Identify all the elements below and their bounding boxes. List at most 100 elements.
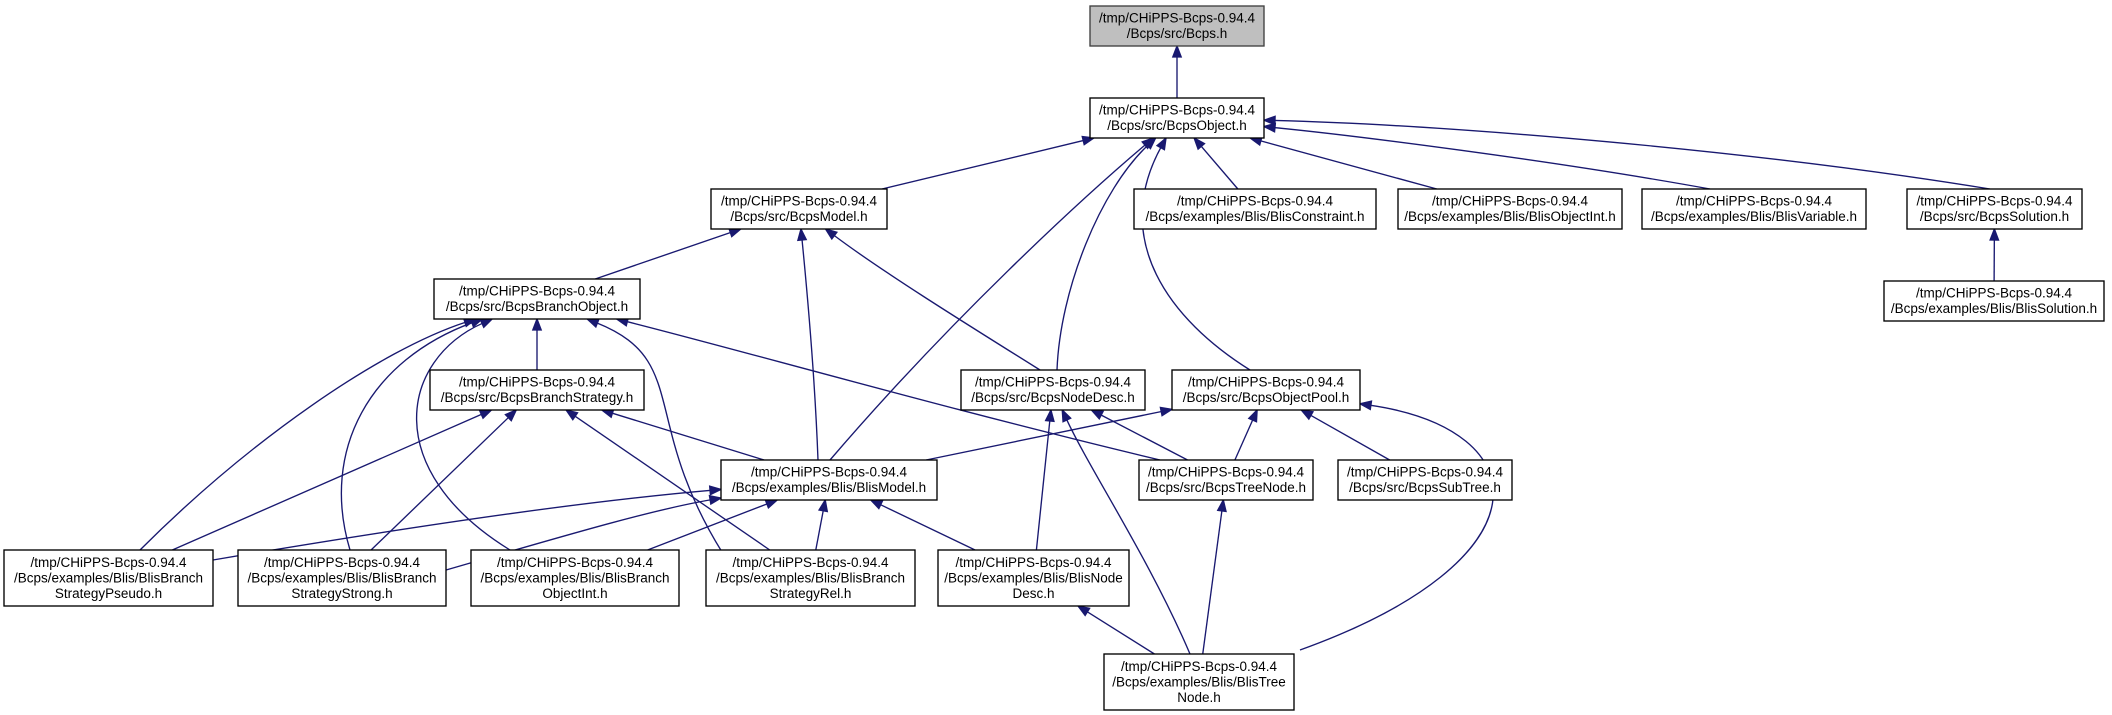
- node-label-line: /tmp/CHiPPS-Bcps-0.94.4: [1188, 375, 1345, 390]
- node-label-line: /Bcps/examples/Blis/BlisBranch: [716, 570, 905, 585]
- edge-arrowhead: [531, 317, 543, 331]
- edge-blismodel_h-to-bcpsmodel_h: [796, 227, 819, 461]
- node-box: [433, 278, 641, 320]
- node-box: [1138, 459, 1314, 501]
- edge-arrowhead: [1044, 408, 1055, 423]
- node-label-line: /Bcps/src/BcpsSubTree.h: [1349, 480, 1501, 495]
- edge-blisbranchstrategystrong_h-to-bcpsbranchstrategy_h: [370, 408, 518, 551]
- edge-arrowhead: [728, 227, 743, 238]
- edge-blismodel_h-to-bcpsbranchstrategy_h: [600, 408, 765, 461]
- edge-blismodel_h-to-bcpsobject_h: [829, 136, 1155, 461]
- node-box: [1089, 5, 1265, 47]
- edge-line: [881, 139, 1085, 190]
- node-bcps-h[interactable]: /tmp/CHiPPS-Bcps-0.94.4/Bcps/src/Bcps.h: [1089, 5, 1265, 47]
- node-label-line: /Bcps/examples/Blis/BlisTree: [1112, 674, 1286, 689]
- node-label-line: /Bcps/examples/Blis/BlisNode: [944, 570, 1123, 585]
- edge-arrowhead: [1299, 409, 1315, 421]
- edge-bcpsmodel_h-to-bcpsobject_h: [881, 135, 1096, 190]
- node-label-line: /Bcps/src/BcpsObjectPool.h: [1183, 390, 1350, 405]
- edge-blisbranchstrategypseudo_h-to-blismodel_h: [212, 485, 723, 561]
- edge-bcpsobjectpool_h-to-bcpsobject_h: [1141, 136, 1251, 371]
- edge-arrowhead: [1089, 409, 1105, 420]
- node-blisbranchobjectint-h[interactable]: /tmp/CHiPPS-Bcps-0.94.4/Bcps/examples/Bl…: [470, 549, 680, 607]
- node-bcpsobject-h[interactable]: /tmp/CHiPPS-Bcps-0.94.4/Bcps/src/BcpsObj…: [1089, 97, 1265, 139]
- edge-arrowhead: [1247, 408, 1258, 423]
- edge-line: [1273, 126, 1711, 190]
- node-label-line: /Bcps/src/BcpsBranchStrategy.h: [441, 390, 634, 405]
- node-label-line: /Bcps/examples/Blis/BlisBranch: [14, 570, 203, 585]
- node-blisvariable-h[interactable]: /tmp/CHiPPS-Bcps-0.94.4/Bcps/examples/Bl…: [1641, 188, 1867, 230]
- node-label-line: /tmp/CHiPPS-Bcps-0.94.4: [459, 375, 616, 390]
- node-box: [1103, 653, 1295, 711]
- node-bcpssubtree-h[interactable]: /tmp/CHiPPS-Bcps-0.94.4/Bcps/src/BcpsSub…: [1337, 459, 1513, 501]
- edge-arrowhead: [1989, 227, 2000, 241]
- node-box: [1171, 369, 1361, 411]
- edge-blistreenode_h-to-bcpsobjectpool_h: [1299, 400, 1494, 651]
- node-bcpssolution-h[interactable]: /tmp/CHiPPS-Bcps-0.94.4/Bcps/src/BcpsSol…: [1906, 188, 2083, 230]
- edge-line: [1200, 145, 1239, 190]
- node-label-line: /Bcps/src/BcpsBranchObject.h: [446, 299, 628, 314]
- node-label-line: /Bcps/examples/Blis/BlisModel.h: [732, 480, 926, 495]
- node-label-line: /Bcps/src/BcpsObject.h: [1107, 118, 1247, 133]
- node-bcpstreenode-h[interactable]: /tmp/CHiPPS-Bcps-0.94.4/Bcps/src/BcpsTre…: [1138, 459, 1314, 501]
- edge-line: [1086, 610, 1155, 655]
- edge-blisbranchstrategyrel_h-to-bcpsbranchstrategy_h: [564, 408, 771, 551]
- node-blismodel-h[interactable]: /tmp/CHiPPS-Bcps-0.94.4/Bcps/examples/Bl…: [720, 459, 938, 501]
- node-label-line: /Bcps/src/BcpsNodeDesc.h: [971, 390, 1135, 405]
- node-box: [1906, 188, 2083, 230]
- node-label-line: /Bcps/examples/Blis/BlisConstraint.h: [1145, 209, 1364, 224]
- node-label-line: /tmp/CHiPPS-Bcps-0.94.4: [1676, 194, 1833, 209]
- node-blisbranchstrategypseudo-h[interactable]: /tmp/CHiPPS-Bcps-0.94.4/Bcps/examples/Bl…: [3, 549, 214, 607]
- node-bcpsnodedesc-h[interactable]: /tmp/CHiPPS-Bcps-0.94.4/Bcps/src/BcpsNod…: [960, 369, 1146, 411]
- edge-line: [596, 322, 723, 553]
- node-box: [470, 549, 680, 607]
- edge-bcpstreenode_h-to-bcpsobjectpool_h: [1234, 408, 1258, 461]
- node-label-line: /Bcps/examples/Blis/BlisObjectInt.h: [1404, 209, 1616, 224]
- edge-line: [1259, 139, 1437, 190]
- node-label-line: Node.h: [1177, 690, 1221, 705]
- edge-arrowhead: [824, 227, 838, 241]
- node-bcpsobjectpool-h[interactable]: /tmp/CHiPPS-Bcps-0.94.4/Bcps/src/BcpsObj…: [1171, 369, 1361, 411]
- edge-arrowhead: [708, 485, 723, 496]
- node-blisbranchstrategyrel-h[interactable]: /tmp/CHiPPS-Bcps-0.94.4/Bcps/examples/Bl…: [705, 549, 916, 607]
- edge-bcpssolution_h-to-bcpsobject_h: [1262, 115, 1991, 190]
- node-bcpsbranchobject-h[interactable]: /tmp/CHiPPS-Bcps-0.94.4/Bcps/src/BcpsBra…: [433, 278, 641, 320]
- node-label-line: /Bcps/src/BcpsTreeNode.h: [1146, 480, 1306, 495]
- node-label-line: /Bcps/examples/Blis/BlisBranch: [480, 570, 669, 585]
- node-label-line: /tmp/CHiPPS-Bcps-0.94.4: [30, 555, 187, 570]
- edge-line: [1100, 414, 1188, 461]
- node-label-line: /Bcps/examples/Blis/BlisVariable.h: [1651, 209, 1857, 224]
- node-box: [1883, 280, 2105, 322]
- edge-line: [1141, 146, 1251, 371]
- edge-arrowhead: [479, 318, 494, 329]
- node-box: [1397, 188, 1623, 230]
- node-label-line: /Bcps/src/BcpsSolution.h: [1920, 209, 2069, 224]
- node-bcpsmodel-h[interactable]: /tmp/CHiPPS-Bcps-0.94.4/Bcps/src/BcpsMod…: [710, 188, 888, 230]
- edge-line: [879, 503, 976, 551]
- node-blisnodedesc-h[interactable]: /tmp/CHiPPS-Bcps-0.94.4/Bcps/examples/Bl…: [937, 549, 1130, 607]
- node-blisconstraint-h[interactable]: /tmp/CHiPPS-Bcps-0.94.4/Bcps/examples/Bl…: [1133, 188, 1377, 230]
- node-blisbranchstrategystrong-h[interactable]: /tmp/CHiPPS-Bcps-0.94.4/Bcps/examples/Bl…: [237, 549, 447, 607]
- node-label-line: /tmp/CHiPPS-Bcps-0.94.4: [955, 555, 1112, 570]
- node-bcpsbranchstrategy-h[interactable]: /tmp/CHiPPS-Bcps-0.94.4/Bcps/src/BcpsBra…: [429, 369, 645, 411]
- node-blistreenode-h[interactable]: /tmp/CHiPPS-Bcps-0.94.4/Bcps/examples/Bl…: [1103, 653, 1295, 711]
- node-box: [710, 188, 888, 230]
- node-label-line: /tmp/CHiPPS-Bcps-0.94.4: [751, 465, 908, 480]
- edge-arrowhead: [708, 494, 723, 506]
- edge-line: [1299, 404, 1494, 651]
- node-label-line: /tmp/CHiPPS-Bcps-0.94.4: [497, 555, 654, 570]
- edge-line: [1234, 418, 1254, 461]
- node-blisobjectint-h[interactable]: /tmp/CHiPPS-Bcps-0.94.4/Bcps/examples/Bl…: [1397, 188, 1623, 230]
- edge-arrowhead: [1159, 406, 1174, 417]
- edge-arrowhead: [504, 408, 518, 422]
- edge-blistreenode_h-to-bcpsnodedesc_h: [1061, 408, 1191, 655]
- edge-line: [801, 238, 819, 461]
- edge-arrowhead: [1358, 400, 1373, 411]
- edge-arrowhead: [869, 499, 884, 510]
- node-blissolution-h[interactable]: /tmp/CHiPPS-Bcps-0.94.4/Bcps/examples/Bl…: [1883, 280, 2105, 322]
- node-label-line: /tmp/CHiPPS-Bcps-0.94.4: [1916, 194, 2073, 209]
- node-label-line: /tmp/CHiPPS-Bcps-0.94.4: [1121, 659, 1278, 674]
- edge-line: [1202, 509, 1223, 655]
- node-box: [937, 549, 1130, 607]
- edge-blisnodedesc_h-to-bcpsnodedesc_h: [1035, 408, 1055, 551]
